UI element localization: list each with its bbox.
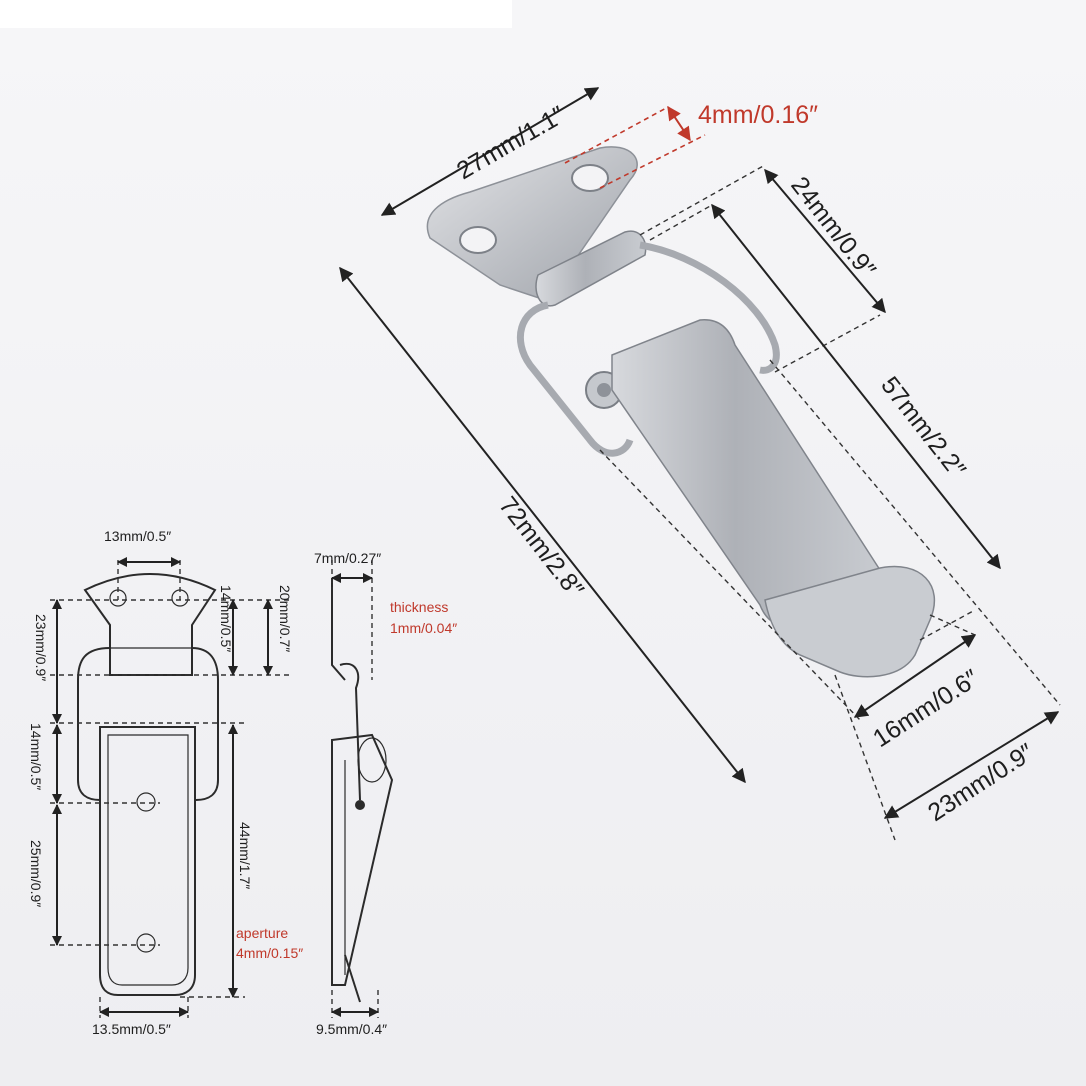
label-hinge: 24mm/0.9″ — [785, 171, 881, 283]
label-hole-spacing: 13mm/0.5″ — [104, 528, 171, 544]
pivot-center — [597, 383, 611, 397]
label-total: 72mm/2.8″ — [493, 491, 589, 603]
guide-clip — [929, 614, 976, 636]
dim-line-hinge — [764, 168, 886, 314]
front-wire-left — [77, 647, 111, 801]
red-guide-1 — [564, 106, 669, 164]
value-thickness: 1mm/0.04″ — [390, 620, 457, 636]
label-bottom-width: 13.5mm/0.5″ — [92, 1021, 171, 1037]
front-latch-body — [99, 726, 196, 996]
guide-57-top — [649, 204, 713, 241]
dim-line-plate-width — [380, 87, 600, 216]
dim-line-clip-width — [853, 634, 977, 718]
guide-right-long — [769, 359, 1061, 706]
latch-photo — [426, 146, 936, 678]
guide-24-top — [639, 164, 766, 236]
label-plate-total: 20mm/0.7″ — [277, 585, 293, 652]
dim-line-hole-offset — [667, 105, 691, 142]
side-clip-tip — [344, 954, 361, 1003]
label-body-width: 23mm/0.9″ — [923, 738, 1039, 827]
side-hinge-loop — [339, 662, 361, 801]
top-strip — [0, 0, 512, 28]
dim-line-latch — [711, 203, 1001, 570]
label-hinge-height: 14mm/0.5″ — [28, 723, 44, 790]
side-rivet-top — [355, 800, 365, 810]
label-plate-height: 23mm/0.9″ — [33, 614, 49, 681]
label-hole-offset: 4mm/0.16″ — [698, 101, 818, 129]
side-plate — [331, 578, 346, 681]
label-bottom-depth: 9.5mm/0.4″ — [316, 1021, 387, 1037]
value-aperture: 4mm/0.15″ — [236, 945, 303, 961]
guide-bottom-left — [834, 674, 896, 841]
front-wire-right — [191, 647, 219, 801]
plate-hole-left — [459, 226, 497, 254]
front-rivet-top — [136, 792, 156, 812]
label-thickness: thickness — [390, 599, 448, 615]
label-clip-width: 16mm/0.6″ — [868, 664, 984, 753]
side-latch-body — [331, 733, 394, 986]
dim-line-total — [339, 266, 746, 784]
label-latch-height: 44mm/1.7″ — [237, 822, 253, 889]
front-view-drawing: 13mm/0.5″ 23mm/0.9″ 14mm/0.5″ 25mm/0.9″ … — [28, 528, 293, 1037]
side-pivot — [357, 737, 387, 783]
front-latch-inner — [107, 734, 189, 986]
side-view-drawing: 7mm/0.27″ thickness 1mm/0.04″ aperture 4… — [236, 550, 457, 1037]
red-guide-2 — [599, 134, 706, 189]
dim-line-body-width — [883, 711, 1060, 819]
guide-24-bottom — [774, 314, 881, 373]
label-top-depth: 7mm/0.27″ — [314, 550, 381, 566]
front-rivet-bottom — [136, 933, 156, 953]
label-hole-distance: 25mm/0.9″ — [28, 840, 44, 907]
label-aperture: aperture — [236, 925, 288, 941]
front-plate — [83, 573, 217, 676]
label-upper-section: 14mm/0.5″ — [218, 585, 234, 652]
